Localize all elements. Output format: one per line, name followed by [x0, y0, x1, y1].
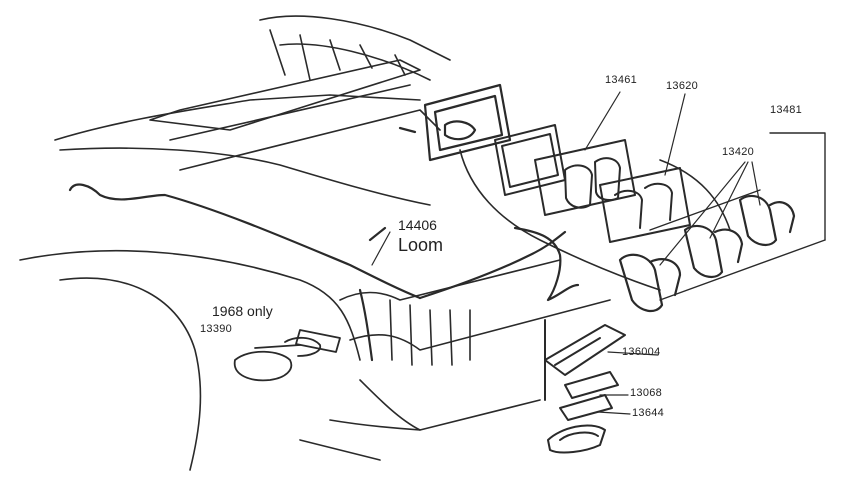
car-body-outline	[19, 15, 731, 471]
callout-13068: 13068	[630, 387, 663, 399]
callout-13390: 13390	[200, 323, 233, 335]
callout-13620: 13620	[666, 80, 699, 92]
callout-13644: 13644	[632, 407, 665, 419]
tail-lamp-bezel	[398, 83, 512, 162]
callout-year-note: 1968 only	[212, 303, 273, 319]
callout-13461-a: 13461	[605, 74, 638, 86]
group-bracket	[649, 132, 826, 301]
side-marker-lamp-13390	[233, 329, 341, 382]
callout-136004: 136004	[622, 346, 661, 358]
lamp-lens-assembly	[534, 139, 691, 243]
lower-mounting-parts	[544, 319, 626, 454]
callout-13481: 13481	[770, 104, 803, 116]
wiring-loom	[68, 183, 580, 362]
callout-loom-number: 14406	[398, 217, 437, 233]
reflector-cups	[618, 194, 796, 313]
lamp-gasket	[494, 124, 566, 196]
callout-13420: 13420	[722, 146, 755, 158]
leader-lines	[371, 91, 761, 415]
callout-loom-text: Loom	[398, 235, 444, 255]
